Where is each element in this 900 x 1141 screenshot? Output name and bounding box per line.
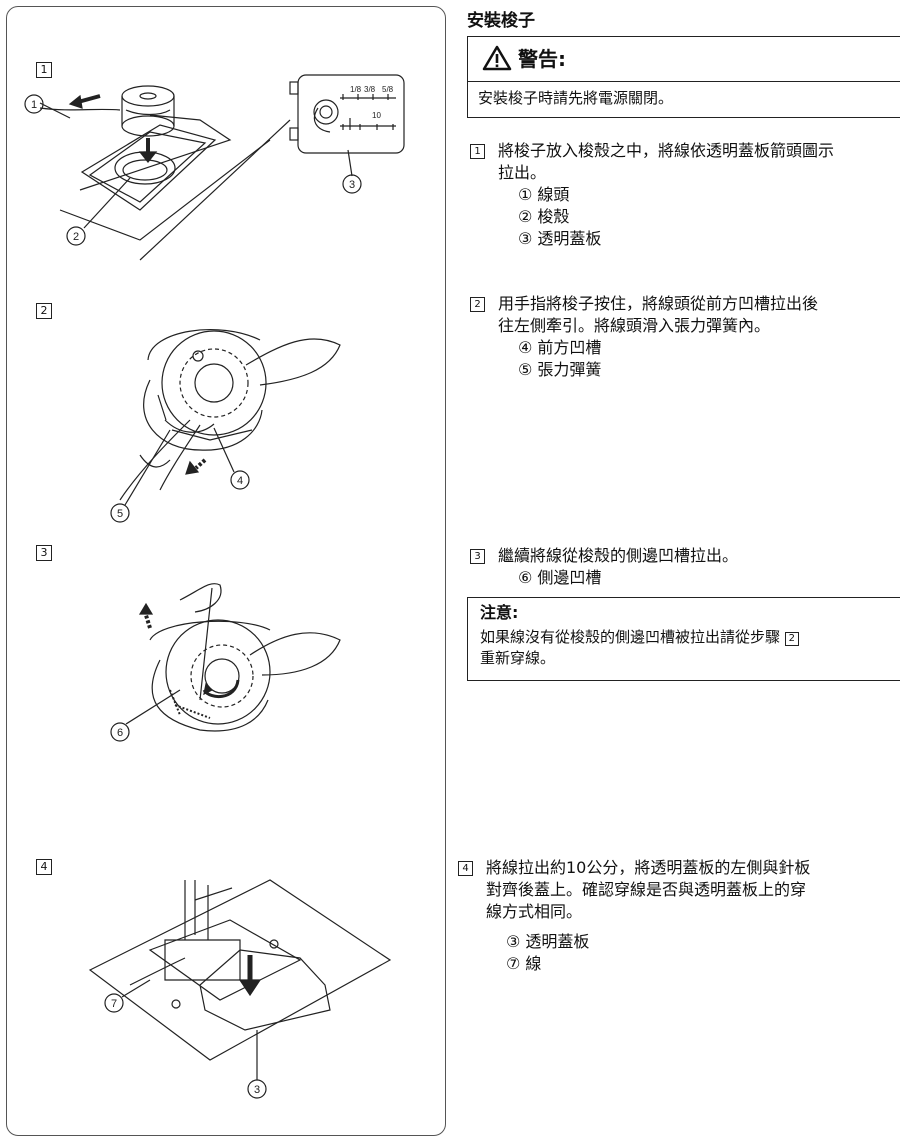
bobbin-illustrations: 1/8 3/8 5/8 10 1 2 3 4 5: [24, 74, 405, 1099]
step-4-number: 4: [458, 861, 473, 876]
callout-3: 3: [349, 179, 355, 191]
step-box-2: 2: [36, 303, 52, 319]
callout-7: 7: [111, 998, 117, 1010]
warning-divider: [468, 81, 900, 82]
step3-illustration: 6: [110, 583, 341, 742]
step1-illustration: 1/8 3/8 5/8 10 1 2 3: [24, 74, 405, 261]
step-1-line-1: 將梭子放入梭殼之中，將線依透明蓋板箭頭圖示: [498, 141, 835, 160]
callout-1: 1: [31, 99, 37, 111]
note-step-ref: 2: [784, 632, 799, 646]
step-4-line-2: 對齊後蓋上。確認穿線是否與透明蓋板上的穿: [486, 880, 807, 899]
step2-illustration: 4 5: [110, 329, 341, 523]
step-1-line-2: 拉出。: [498, 163, 547, 182]
callout-3b: 3: [254, 1084, 260, 1096]
warning-text: 安裝梭子時請先將電源關閉。: [478, 89, 674, 107]
step-3-item-1: ⑥ 側邊凹槽: [518, 568, 602, 587]
page-title: 安裝梭子: [467, 11, 535, 31]
warning-heading: 警告:: [518, 47, 566, 71]
illustration-panel: [6, 6, 446, 1136]
step-4-line-3: 線方式相同。: [486, 902, 583, 921]
step-2-line-1: 用手指將梭子按住，將線頭從前方凹槽拉出後: [498, 294, 819, 313]
step-4-item-1: ③ 透明蓋板: [506, 932, 590, 951]
step-3-number: 3: [470, 549, 485, 564]
scale-1-8: 1/8: [350, 85, 362, 94]
step-2-item-2: ⑤ 張力彈簧: [518, 360, 602, 379]
step4-illustration: 7 3: [88, 879, 392, 1099]
note-body: 如果線沒有從梭殼的側邊凹槽被拉出請從步驟 2 重新穿線。: [480, 627, 900, 669]
note-heading: 注意:: [480, 603, 519, 622]
callout-4: 4: [237, 475, 243, 487]
step-3-line-1: 繼續將線從梭殼的側邊凹槽拉出。: [498, 546, 739, 565]
step-2: 2 用手指將梭子按住，將線頭從前方凹槽拉出後 往左側牽引。將線頭滑入張力彈簧內。…: [470, 293, 818, 381]
note-text-after: 重新穿線。: [480, 649, 556, 667]
step-4: 4 將線拉出約10公分，將透明蓋板的左側與針板 對齊後蓋上。確認穿線是否與透明蓋…: [458, 857, 810, 975]
step-box-1: 1: [36, 62, 52, 78]
step-2-line-2: 往左側牽引。將線頭滑入張力彈簧內。: [498, 316, 771, 335]
warning-triangle-icon: [482, 45, 512, 70]
step-1-item-2: ② 梭殼: [518, 207, 570, 226]
step-1-item-3: ③ 透明蓋板: [518, 229, 602, 248]
scale-3-8: 3/8: [364, 85, 376, 94]
callout-2: 2: [73, 231, 79, 243]
step-box-3: 3: [36, 545, 52, 561]
step-1-item-1: ① 線頭: [518, 185, 570, 204]
note-box: 注意: 如果線沒有從梭殼的側邊凹槽被拉出請從步驟 2 重新穿線。: [467, 597, 900, 681]
note-text-before: 如果線沒有從梭殼的側邊凹槽被拉出請從步驟: [480, 628, 781, 646]
callout-6: 6: [117, 727, 123, 739]
scale-5-8: 5/8: [382, 85, 394, 94]
warning-box: 警告: 安裝梭子時請先將電源關閉。: [467, 36, 900, 118]
step-1: 1 將梭子放入梭殼之中，將線依透明蓋板箭頭圖示 拉出。 ① 線頭 ② 梭殼 ③ …: [470, 140, 834, 250]
warning-heading-row: 警告:: [482, 43, 566, 72]
step-2-item-1: ④ 前方凹槽: [518, 338, 602, 357]
step-2-number: 2: [470, 297, 485, 312]
step-box-4: 4: [36, 859, 52, 875]
callout-5: 5: [117, 508, 123, 520]
step-4-item-2: ⑦ 線: [506, 954, 542, 973]
scale-10: 10: [372, 111, 381, 120]
step-3: 3 繼續將線從梭殼的側邊凹槽拉出。 ⑥ 側邊凹槽: [470, 545, 738, 589]
step-4-line-1: 將線拉出約10公分，將透明蓋板的左側與針板: [486, 858, 811, 877]
step-1-number: 1: [470, 144, 485, 159]
